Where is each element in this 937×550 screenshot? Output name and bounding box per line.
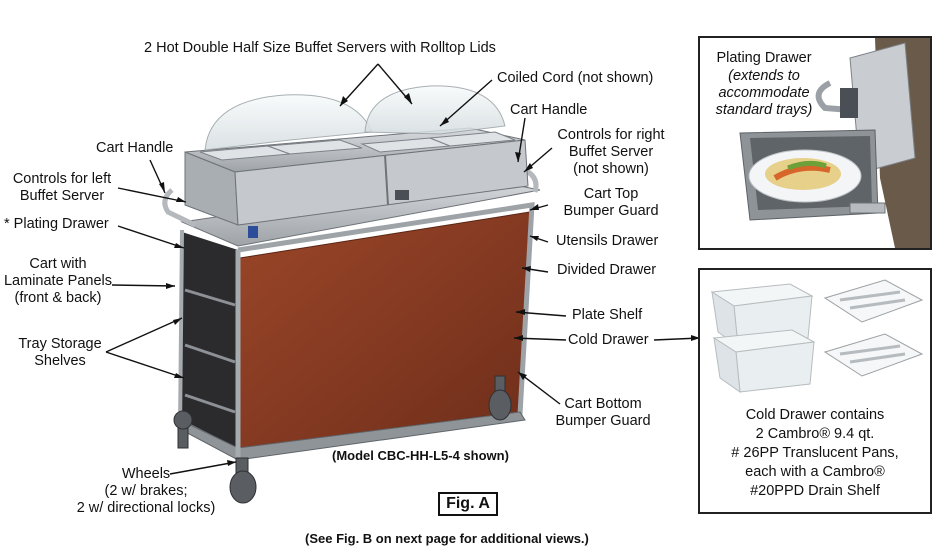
label-wheels: Wheels (2 w/ brakes; 2 w/ directional lo… [64,466,228,517]
label-plate-shelf: Plate Shelf [572,307,643,323]
controls-right-line2: Buffet Server [568,144,654,160]
inset-cold-drawer: Cold Drawer contains 2 Cambro® 9.4 qt. #… [698,268,932,514]
label-divided-drawer: Divided Drawer [557,262,657,278]
laminate-line2: Laminate Panels [3,273,112,289]
wheels-line2: (2 w/ brakes; [104,483,188,499]
cart-top-bumper-line1: Cart Top [583,186,639,202]
cold-caption-line1: Cold Drawer contains [745,407,885,423]
plating-drawer-title: Plating Drawer [716,50,812,66]
label-laminate-panels: Cart with Laminate Panels (front & back) [0,256,116,307]
controls-left-line1: Controls for left [12,171,112,187]
cold-caption-line2: 2 Cambro® 9.4 qt. [755,426,875,442]
wheels-line3: 2 w/ directional locks) [76,500,216,516]
label-cart-top-bumper: Cart Top Bumper Guard [556,186,666,220]
cart-top-bumper-line2: Bumper Guard [563,203,659,219]
tray-storage-line2: Shelves [34,353,86,369]
inset-plating-drawer: Plating Drawer (extends to accommodate s… [698,36,932,250]
laminate-line3: (front & back) [14,290,102,306]
label-coiled-cord: Coiled Cord (not shown) [497,70,654,86]
label-buffet-servers: 2 Hot Double Half Size Buffet Servers wi… [144,40,496,56]
controls-right-line1: Controls for right [557,127,665,143]
label-utensils-drawer: Utensils Drawer [556,233,659,249]
label-cart-bottom-bumper: Cart Bottom Bumper Guard [548,396,658,430]
controls-left-line2: Buffet Server [19,188,105,204]
plating-note-line3: standard trays) [715,102,813,118]
cold-drawer-caption: Cold Drawer contains 2 Cambro® 9.4 qt. #… [700,406,930,501]
label-cart-handle-right: Cart Handle [510,102,588,118]
label-cart-handle-left: Cart Handle [96,140,174,156]
laminate-line1: Cart with [29,256,87,272]
cold-caption-line3: # 26PP Translucent Pans, [731,445,899,461]
label-controls-right: Controls for right Buffet Server (not sh… [552,127,670,178]
label-model: (Model CBC-HH-L5-4 shown) [332,448,509,463]
cart-bottom-bumper-line1: Cart Bottom [564,396,642,412]
cart-bottom-bumper-line2: Bumper Guard [555,413,651,429]
cold-drawer-pans-photo [710,279,924,394]
label-cold-drawer: Cold Drawer [568,332,649,348]
tray-storage-line1: Tray Storage [18,336,102,352]
label-plating-drawer: * Plating Drawer [4,216,109,232]
footer-note: (See Fig. B on next page for additional … [305,531,589,546]
wheels-line1: Wheels [121,466,171,482]
plating-drawer-note: (extends to accommodate standard trays) [704,68,824,119]
cold-caption-line5: #20PPD Drain Shelf [750,483,880,499]
label-tray-storage: Tray Storage Shelves [10,336,110,370]
plating-note-line2: accommodate [718,85,810,101]
cold-caption-line4: each with a Cambro® [745,464,885,480]
plating-drawer-photo [700,38,930,248]
plating-note-line1: (extends to [728,68,800,84]
controls-right-line3: (not shown) [573,161,649,177]
label-controls-left: Controls for left Buffet Server [0,171,124,205]
figure-label: Fig. A [438,492,498,516]
